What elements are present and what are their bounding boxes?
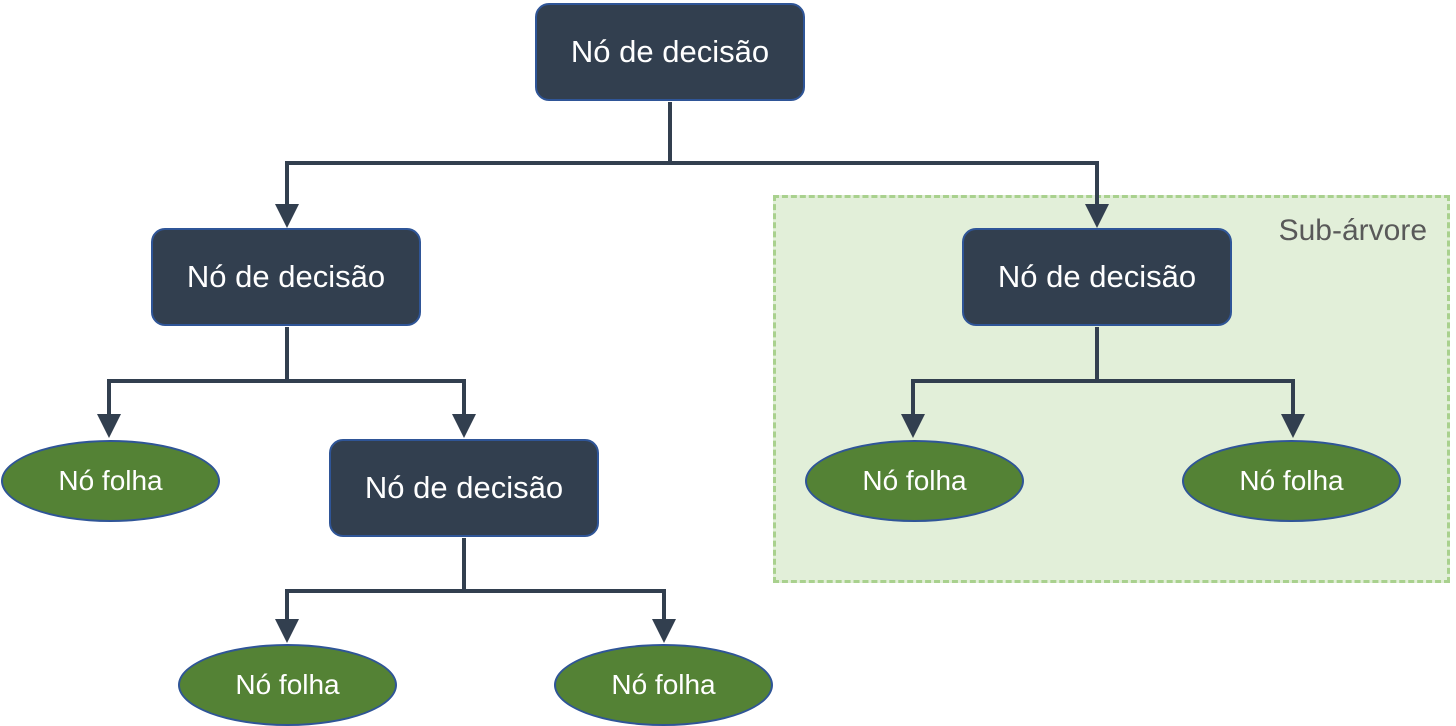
leaf-node-inner-left: Nó folha	[178, 644, 397, 726]
subtree-label: Sub-árvore	[1278, 214, 1427, 247]
connector-right-to-right-leaf	[1097, 379, 1305, 438]
connector-left-to-inner-decision	[287, 379, 476, 438]
connector-root-to-right	[670, 161, 1109, 228]
connector-root-to-left	[275, 102, 672, 228]
inner-decision-node: Nó de decisão	[329, 439, 599, 537]
leaf-node-subtree-left: Nó folha	[805, 440, 1024, 522]
connector-left-to-leaf	[97, 327, 289, 438]
leaf-node-inner-right: Nó folha	[554, 644, 773, 726]
connector-inner-to-right-leaf	[464, 589, 676, 643]
leaf-node-left: Nó folha	[1, 440, 220, 522]
connector-right-to-left-leaf	[901, 327, 1099, 438]
left-decision-node: Nó de decisão	[151, 228, 421, 326]
root-decision-node: Nó de decisão	[535, 3, 805, 101]
connector-inner-to-left-leaf	[275, 538, 466, 643]
right-decision-node: Nó de decisão	[962, 228, 1232, 326]
leaf-node-subtree-right: Nó folha	[1182, 440, 1401, 522]
